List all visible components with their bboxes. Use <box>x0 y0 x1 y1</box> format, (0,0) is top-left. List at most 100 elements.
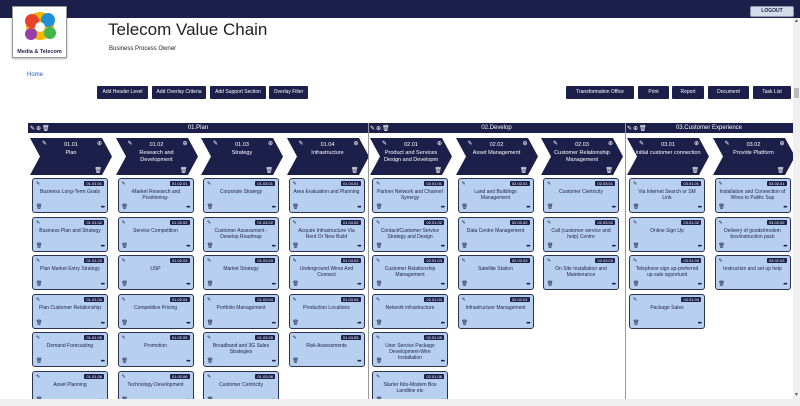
trash-icon[interactable]: 🗑 <box>265 168 273 174</box>
trash-icon[interactable]: 🗑 <box>633 242 640 249</box>
more-dots-icon[interactable]: ••• <box>100 320 105 327</box>
edit-icon[interactable]: ✎ <box>121 335 126 341</box>
breadcrumb-home-link[interactable]: Home <box>27 72 44 78</box>
edit-icon[interactable]: ✎ <box>36 219 41 226</box>
add-circle-icon[interactable]: ⊕ <box>436 141 442 147</box>
trash-icon[interactable]: 🗑 <box>350 168 359 174</box>
add-circle-icon[interactable]: ⊕ <box>607 141 613 147</box>
edit-icon[interactable]: ✎ <box>121 219 126 226</box>
edit-icon[interactable]: ✎ <box>718 219 723 226</box>
trash-icon[interactable]: 🗑 <box>461 204 468 210</box>
more-dots-icon[interactable]: ••• <box>440 320 445 327</box>
vertical-scrollbar[interactable]: ▲ ▼ <box>793 18 800 406</box>
trash-icon[interactable]: 🗑 <box>547 242 554 249</box>
edit-icon[interactable]: ✎ <box>292 296 297 303</box>
edit-icon[interactable]: ✎ <box>639 141 645 147</box>
more-dots-icon[interactable]: ••• <box>271 205 276 211</box>
more-dots-icon[interactable]: ••• <box>783 282 787 288</box>
edit-icon[interactable]: ✎ <box>724 141 730 147</box>
trash-icon[interactable]: 🗑 <box>376 319 383 326</box>
edit-icon[interactable]: ✎ <box>207 335 212 341</box>
edit-icon[interactable]: ✎ <box>207 296 212 303</box>
edit-icon[interactable]: ✎ <box>207 219 212 226</box>
transformation-office-button[interactable]: Transformation Office <box>566 86 634 99</box>
add-circle-icon[interactable]: ⊕ <box>96 141 102 147</box>
overlay-filter-button[interactable]: Overlay Filter <box>269 86 308 99</box>
more-dots-icon[interactable]: ••• <box>697 282 702 288</box>
more-dots-icon[interactable]: ••• <box>271 282 276 288</box>
more-dots-icon[interactable]: ••• <box>357 282 361 288</box>
trash-icon[interactable]: 🗑 <box>718 281 725 287</box>
add-support-section-button[interactable]: Add Support Section <box>210 86 266 99</box>
trash-icon[interactable]: 🗑 <box>121 358 128 364</box>
more-dots-icon[interactable]: ••• <box>611 243 616 250</box>
trash-icon[interactable]: 🗑 <box>292 242 299 249</box>
trash-icon[interactable]: 🗑 <box>36 397 42 400</box>
edit-icon[interactable]: ✎ <box>633 181 638 187</box>
edit-icon[interactable]: ✎ <box>121 373 126 380</box>
edit-icon[interactable]: ✎ <box>36 335 41 341</box>
trash-icon[interactable]: 🗑 <box>633 204 640 210</box>
more-dots-icon[interactable]: ••• <box>526 205 530 211</box>
more-dots-icon[interactable]: ••• <box>100 205 105 211</box>
edit-icon[interactable]: ✎ <box>461 181 466 187</box>
horizontal-scrollbar[interactable] <box>0 399 800 406</box>
more-dots-icon[interactable]: ••• <box>697 243 702 250</box>
edit-icon[interactable]: ✎ <box>376 181 381 187</box>
report-button[interactable]: Report <box>672 86 704 99</box>
add-circle-icon[interactable]: ⊕ <box>693 141 699 147</box>
edit-icon[interactable]: ✎ <box>121 296 126 303</box>
edit-icon[interactable]: ✎ <box>547 219 552 226</box>
edit-icon[interactable]: ✎ <box>461 219 466 226</box>
more-dots-icon[interactable]: ••• <box>271 243 276 250</box>
more-dots-icon[interactable]: ••• <box>100 359 105 365</box>
logout-button[interactable]: LOGOUT <box>750 6 794 17</box>
more-dots-icon[interactable]: ••• <box>186 320 190 327</box>
edit-icon[interactable]: ✎ <box>36 373 41 380</box>
trash-icon[interactable]: 🗑 <box>121 319 128 326</box>
more-dots-icon[interactable]: ••• <box>783 205 787 211</box>
edit-icon[interactable]: ✎ <box>207 373 212 380</box>
add-circle-icon[interactable]: ⊕ <box>522 141 528 147</box>
add-circle-icon[interactable]: ⊕ <box>267 141 273 147</box>
trash-icon[interactable]: 🗑 <box>547 204 554 210</box>
trash-icon[interactable]: 🗑 <box>121 281 128 287</box>
edit-icon[interactable]: ✎ <box>467 141 473 147</box>
trash-icon[interactable]: 🗑 <box>292 204 299 210</box>
more-dots-icon[interactable]: ••• <box>526 243 530 250</box>
trash-icon[interactable]: 🗑 <box>36 358 43 364</box>
trash-icon[interactable]: 🗑 <box>519 168 528 174</box>
section-tools-icon[interactable]: ✎⊕🗑 <box>370 126 391 132</box>
trash-icon[interactable]: 🗑 <box>36 319 43 326</box>
more-dots-icon[interactable]: ••• <box>357 243 361 250</box>
trash-icon[interactable]: 🗑 <box>94 168 102 174</box>
add-circle-icon[interactable]: ⊕ <box>779 141 785 147</box>
edit-icon[interactable]: ✎ <box>292 258 297 264</box>
more-dots-icon[interactable]: ••• <box>186 243 190 250</box>
add-overlay-criteria-button[interactable]: Add Overlay Criteria <box>152 86 206 99</box>
scroll-down-icon[interactable]: ▼ <box>794 392 799 398</box>
edit-icon[interactable]: ✎ <box>36 258 41 264</box>
edit-icon[interactable]: ✎ <box>36 181 41 187</box>
more-dots-icon[interactable]: ••• <box>271 320 276 327</box>
more-dots-icon[interactable]: ••• <box>357 320 361 327</box>
trash-icon[interactable]: 🗑 <box>121 242 128 249</box>
trash-icon[interactable]: 🗑 <box>207 242 214 249</box>
